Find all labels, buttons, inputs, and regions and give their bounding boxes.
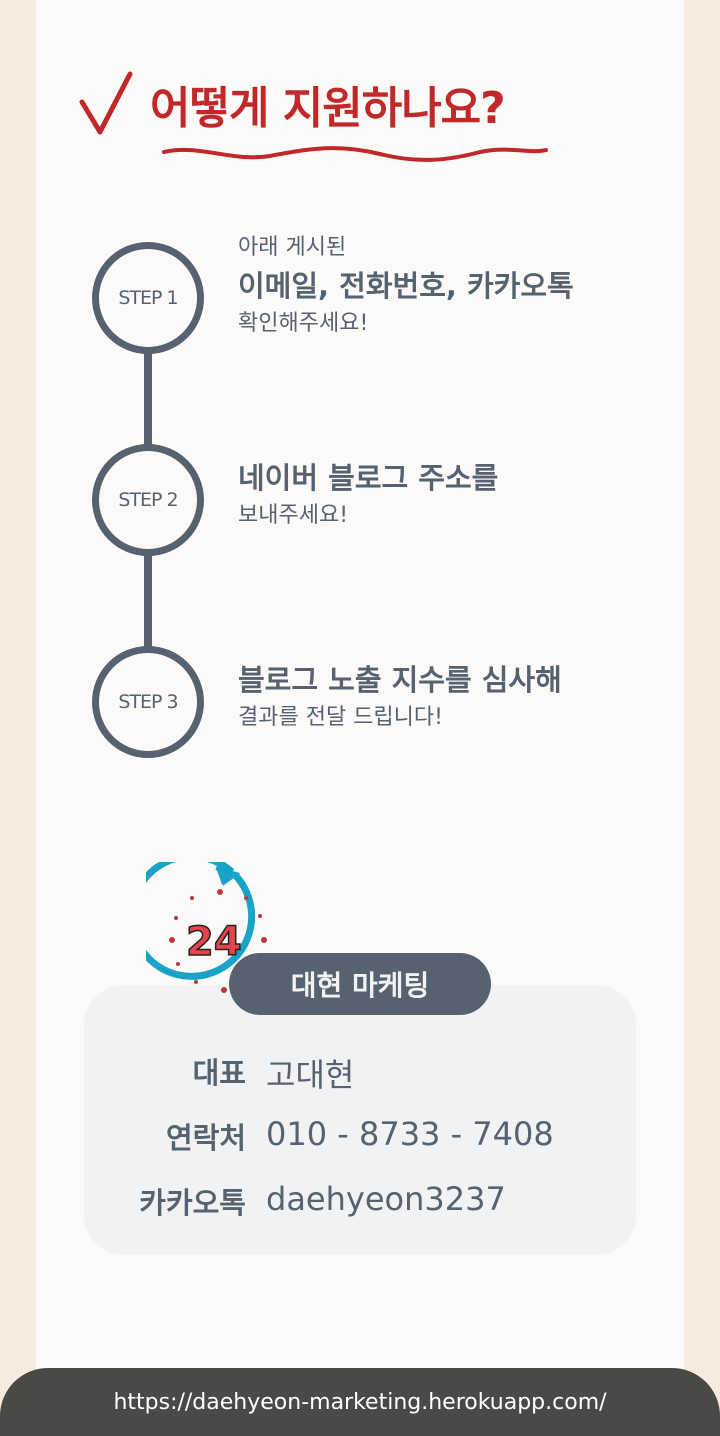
footer-url-link[interactable]: https://daehyeon-marketing.herokuapp.com… bbox=[0, 1368, 720, 1436]
step-3-text: 블로그 노출 지수를 심사해 결과를 전달 드립니다! bbox=[238, 660, 562, 736]
contact-row-kakao: 카카오톡 daehyeon3237 bbox=[84, 1180, 636, 1222]
wavy-underline bbox=[162, 146, 548, 162]
contact-label: 연락처 bbox=[165, 1121, 246, 1155]
step-text-line: 확인해주세요! bbox=[238, 311, 369, 336]
contact-value: 010 - 8733 - 7408 bbox=[266, 1115, 554, 1153]
contact-label: 카카오톡 bbox=[139, 1186, 246, 1220]
step-3-badge: STEP 3 bbox=[92, 646, 204, 758]
contact-value: daehyeon3237 bbox=[266, 1180, 506, 1218]
contact-label: 대표 bbox=[192, 1056, 246, 1090]
contact-card: 대표 고대현 연락처 010 - 8733 - 7408 카카오톡 daehyeon3… bbox=[84, 985, 636, 1255]
step-2-badge: STEP 2 bbox=[92, 444, 204, 556]
step-2-text: 네이버 블로그 주소를 보내주세요! bbox=[238, 458, 498, 534]
step-1-badge: STEP 1 bbox=[92, 242, 204, 354]
step-text-line: 이메일, 전화번호, 카카오톡 bbox=[238, 269, 574, 303]
contact-row-ceo: 대표 고대현 bbox=[84, 1050, 636, 1096]
contact-value: 고대현 bbox=[266, 1056, 355, 1094]
page-title: 어떻게 지원하나요? bbox=[150, 83, 506, 134]
clock-number: 24 bbox=[186, 919, 242, 965]
step-text-line: 보내주세요! bbox=[238, 503, 349, 528]
step-1-text: 아래 게시된 이메일, 전화번호, 카카오톡 확인해주세요! bbox=[238, 230, 574, 342]
contact-row-phone: 연락처 010 - 8733 - 7408 bbox=[84, 1115, 636, 1157]
step-text-line: 블로그 노출 지수를 심사해 bbox=[238, 663, 562, 697]
checkmark-icon bbox=[79, 71, 133, 135]
step-text-line: 네이버 블로그 주소를 bbox=[238, 461, 499, 495]
brand-pill: 대현 마케팅 bbox=[229, 953, 491, 1015]
step-text-line: 결과를 전달 드립니다! bbox=[238, 705, 443, 730]
24-hour-clock-icon: 24 bbox=[146, 862, 267, 993]
step-text-line: 아래 게시된 bbox=[238, 235, 347, 260]
